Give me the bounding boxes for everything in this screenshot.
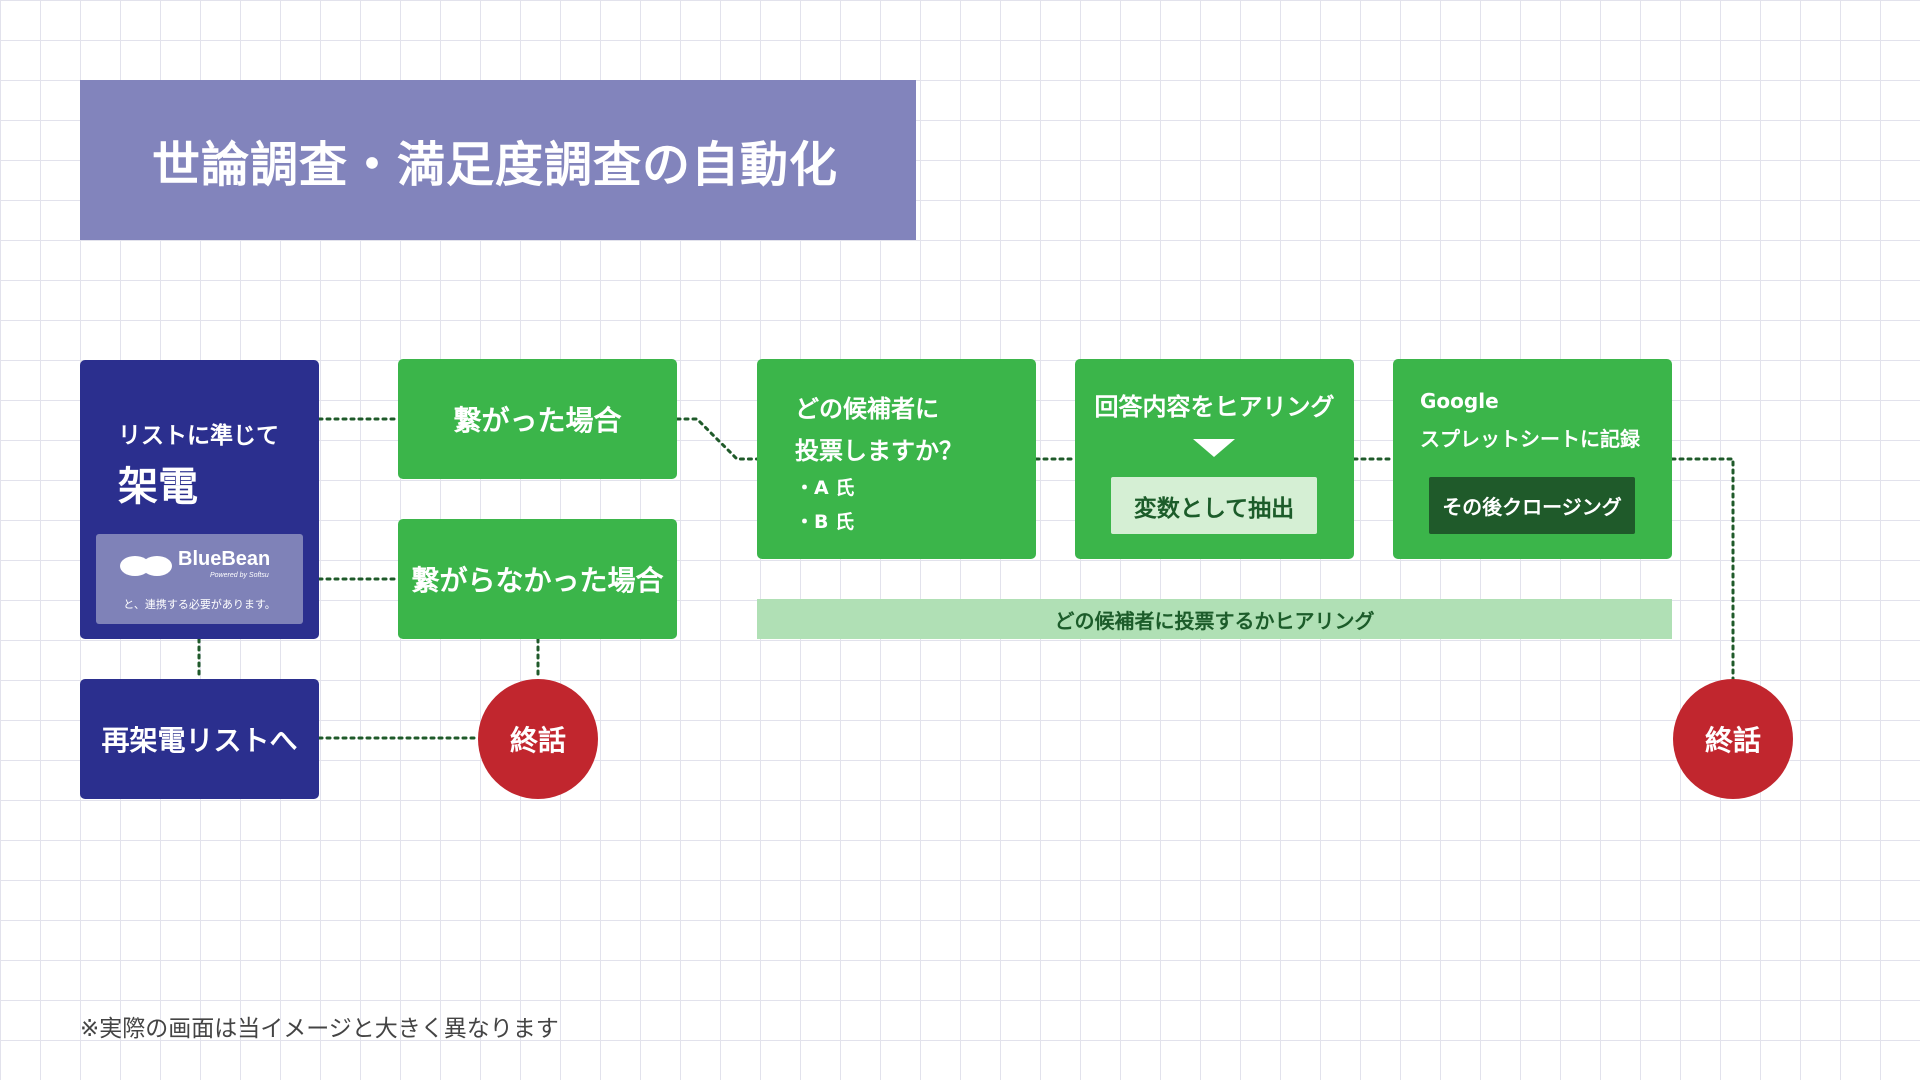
hearing-box: 回答内容をヒアリング 変数として抽出 — [1075, 359, 1354, 559]
end-call-circle-right: 終話 — [1673, 679, 1793, 799]
closing-box: その後クロージング — [1429, 477, 1635, 534]
bluebean-logo-icon — [120, 556, 174, 578]
call-box-title: 架電 — [118, 464, 198, 510]
connector-sheet-end — [1670, 457, 1735, 681]
footnote: ※実際の画面は当イメージと大きく異なります — [80, 1016, 559, 1042]
bluebean-logo-name: BlueBean — [178, 548, 271, 570]
hearing-band: どの候補者に投票するかヒアリング — [757, 599, 1672, 639]
recall-list-box: 再架電リストへ — [80, 679, 319, 799]
question-option-b: ・B 氏 — [795, 511, 855, 533]
connected-box: 繋がった場合 — [398, 359, 677, 479]
bluebean-powered-by: Powered by Softsu — [210, 572, 269, 579]
question-line-1: どの候補者に — [795, 395, 939, 423]
call-box-subtitle: リストに準じて — [118, 423, 279, 449]
not-connected-box: 繋がらなかった場合 — [398, 519, 677, 639]
bluebean-note: と、連携する必要があります。 — [123, 598, 276, 611]
spreadsheet-line-2: スプレットシートに記録 — [1420, 427, 1640, 451]
spreadsheet-line-1: Google — [1420, 389, 1499, 413]
triangle-down-icon — [1193, 439, 1235, 457]
connector-connected-question — [675, 417, 759, 461]
end-call-circle-left: 終話 — [478, 679, 598, 799]
question-option-a: ・A 氏 — [795, 477, 855, 499]
page-title: 世論調査・満足度調査の自動化 — [80, 80, 916, 240]
question-line-2: 投票しますか？ — [795, 437, 963, 465]
spreadsheet-box: Google スプレットシートに記録 その後クロージング — [1393, 359, 1672, 559]
variable-extract-box: 変数として抽出 — [1111, 477, 1317, 534]
bluebean-logo-card: BlueBean Powered by Softsu と、連携する必要があります… — [96, 534, 303, 624]
call-box: リストに準じて 架電 BlueBean Powered by Softsu と、… — [80, 360, 319, 639]
hearing-title: 回答内容をヒアリング — [1094, 393, 1335, 421]
question-box: どの候補者に 投票しますか？ ・A 氏 ・B 氏 — [757, 359, 1036, 559]
